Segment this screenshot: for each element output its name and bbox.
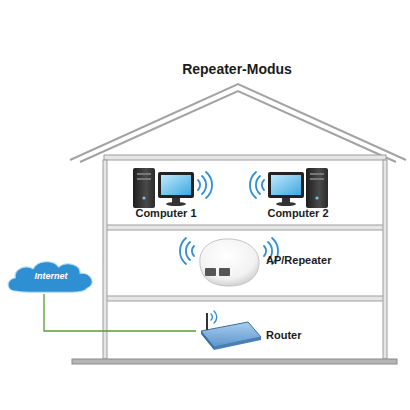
router-icon (206, 313, 208, 330)
house-outline (103, 160, 107, 359)
computer-icon (306, 168, 328, 208)
computer-node: Computer 2 (253, 163, 343, 221)
router-icon (214, 337, 261, 350)
router-icon (201, 331, 214, 350)
computer-icon (310, 173, 324, 175)
repeater-icon (219, 268, 230, 276)
house-outline (104, 155, 386, 160)
router-icon (201, 311, 261, 350)
cloud-label: Internet (34, 271, 67, 281)
internet-cloud: Internet (4, 258, 98, 294)
computer-icon (142, 196, 145, 199)
house-outline (72, 359, 397, 364)
cable-line (44, 294, 196, 331)
computer-icon (250, 168, 328, 208)
house-outline (104, 296, 386, 301)
computer-icon (198, 172, 212, 198)
computer-icon (250, 172, 264, 198)
computer-icon (133, 168, 212, 208)
computer-icon (137, 178, 151, 180)
diagram-title: Repeater-Modus (182, 61, 292, 77)
device-label: Router (266, 329, 301, 341)
house-outline (70, 84, 406, 364)
computer-icon (133, 168, 155, 208)
computer-icon (161, 175, 191, 195)
computer-icon (158, 172, 194, 198)
repeater-node: AP/Repeater (190, 236, 337, 288)
house-outline (70, 84, 406, 160)
computer-icon (276, 202, 296, 206)
house-outline (80, 91, 396, 162)
cloud-shape (8, 262, 92, 292)
repeater-icon (180, 238, 278, 286)
house-outline (383, 160, 387, 359)
router-icon (211, 311, 217, 323)
repeater-icon (200, 239, 259, 286)
computer-icon (268, 172, 304, 198)
repeater-icon (205, 268, 216, 276)
device-label: Computer 1 (124, 207, 209, 219)
computer-icon (315, 196, 318, 199)
computer-icon (137, 173, 151, 175)
router-node: Router (196, 310, 307, 352)
computer-icon (271, 175, 301, 195)
computer-node: Computer 1 (124, 163, 209, 221)
computer-icon (166, 202, 186, 206)
repeater-icon (180, 238, 194, 264)
device-label: Computer 2 (253, 207, 343, 219)
device-label: AP/Repeater (266, 254, 331, 266)
computer-icon (310, 178, 324, 180)
house-outline (104, 225, 386, 230)
